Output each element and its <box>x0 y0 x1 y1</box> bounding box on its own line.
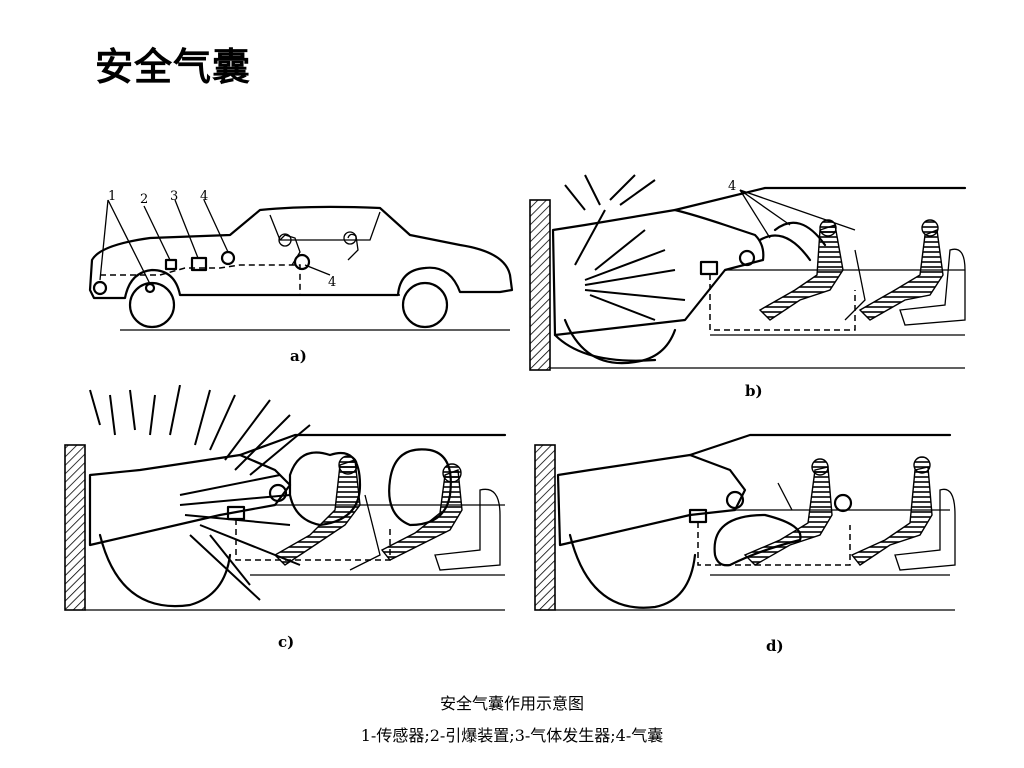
slide-title: 安全气囊 <box>95 45 252 89</box>
callout-2: 2 <box>140 192 148 207</box>
callout-4-airbag: 4 <box>728 179 736 194</box>
callout-3: 3 <box>170 189 178 204</box>
panel-label-c: c) <box>278 633 295 651</box>
car-crash-initial-drawing: 4 <box>529 174 967 371</box>
diagram-panel-c: c) <box>60 385 510 651</box>
car-airbag-inflated-drawing <box>534 433 956 611</box>
car-airbag-deploying-drawing <box>64 385 507 611</box>
panel-label-d: d) <box>766 637 784 655</box>
panel-label-a: a) <box>290 347 307 365</box>
figure-caption-title: 安全气囊作用示意图 <box>439 694 584 713</box>
car-normal-drawing: 1 2 3 4 4 <box>88 189 514 331</box>
diagram-panel-d: d) <box>530 415 960 655</box>
diagram-panel-b: 4 b) <box>525 170 970 400</box>
figure-caption-legend: 1-传感器;2-引爆装置;3-气体发生器;4-气囊 <box>360 726 664 745</box>
callout-4-top: 4 <box>200 189 208 204</box>
diagram-panel-a: 1 2 3 4 4 a) <box>80 180 520 365</box>
callout-4-bottom: 4 <box>328 275 336 290</box>
panel-label-b: b) <box>745 382 763 400</box>
callout-1: 1 <box>108 189 116 204</box>
